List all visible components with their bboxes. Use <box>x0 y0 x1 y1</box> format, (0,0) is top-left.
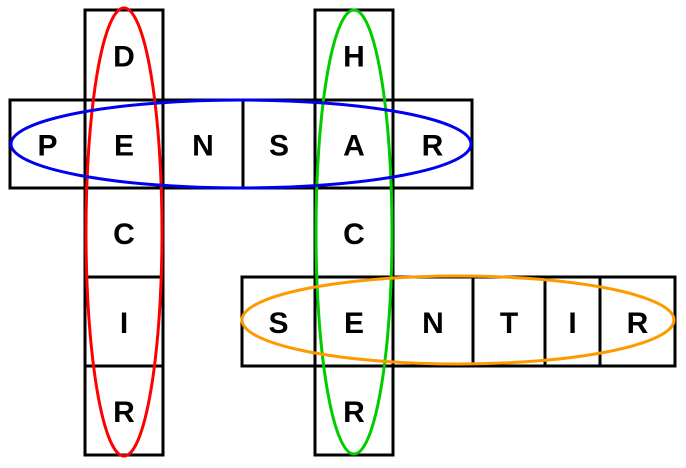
grid-cell <box>83 186 165 279</box>
cell-letter: P <box>37 130 57 163</box>
hacer-highlight-ellipse <box>314 8 394 456</box>
cell-letter: T <box>500 307 518 340</box>
cell-letter: R <box>422 130 444 163</box>
cell-letter: D <box>113 41 135 74</box>
cell-letter: N <box>422 307 444 340</box>
grid-cell <box>83 8 165 102</box>
cell-letter: E <box>344 307 364 340</box>
cell-letter: R <box>343 396 365 429</box>
cell-letter: C <box>343 218 365 251</box>
grid-cell <box>471 275 547 368</box>
grid-cell <box>83 364 165 457</box>
sentir-highlight-ellipse <box>240 274 676 366</box>
cell-letter: R <box>113 396 135 429</box>
cell-letter: A <box>343 130 365 163</box>
word-highlights <box>9 6 676 458</box>
decir-highlight-ellipse <box>84 6 164 458</box>
cell-letter: R <box>627 307 649 340</box>
grid-cell <box>313 275 395 368</box>
grid-cell <box>313 8 395 102</box>
cell-letter: S <box>268 307 288 340</box>
grid-cell <box>313 364 395 457</box>
cell-letter: I <box>120 307 128 340</box>
grid-letters: P E N S A R S E N T I R D C I R H C R <box>37 41 648 430</box>
cell-letter: E <box>114 130 134 163</box>
cell-letter: C <box>113 218 135 251</box>
cell-letter: H <box>343 41 365 74</box>
cell-letter: N <box>192 130 214 163</box>
grid-cell <box>391 275 475 368</box>
cell-letter: I <box>568 307 576 340</box>
cell-letter: S <box>269 130 289 163</box>
pensar-highlight-ellipse <box>9 98 473 190</box>
